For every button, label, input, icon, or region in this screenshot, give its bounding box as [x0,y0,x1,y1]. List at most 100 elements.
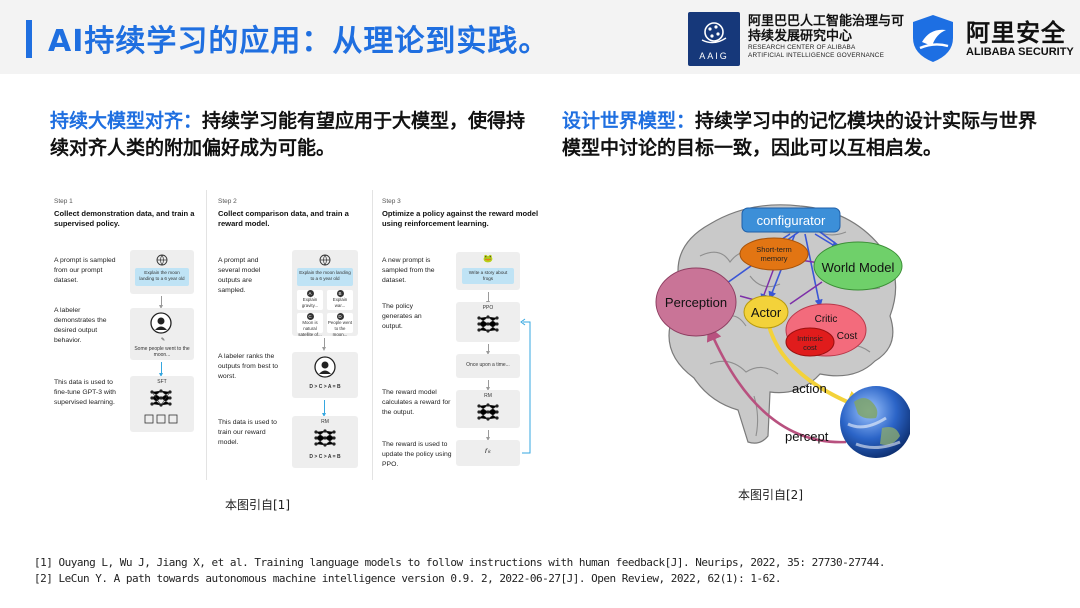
world-model-brain-figure: configurator Short-term memory World Mod… [655,204,910,458]
title-accent-bar [26,20,32,58]
neural-network-icon [477,403,499,421]
step3-reward-model-card [456,390,520,428]
short-term-memory-label-1: Short-term [756,245,791,254]
left-heading-text: 持续学习能有望应用于大模型，使得持续对齐人类的附加偏好成为可能。 [50,110,526,159]
step3-prompt-text: Write a story about frogs [462,268,514,284]
prompt-globe-icon [319,254,331,266]
step2-number: Step 2 [218,198,237,205]
short-term-memory-label-2: memory [760,254,787,263]
step1-column: Step 1 Collect demonstration data, and t… [54,190,200,490]
actor-module [743,295,789,329]
alibaba-security-shield-icon [913,15,953,62]
step3-number: Step 3 [382,198,401,205]
step1-model-name: SFT [157,379,167,385]
feedback-loop-arrow-icon [520,318,531,454]
step3-policy-name: PPO [482,305,494,311]
step1-text-2: A labeler demonstrates the desired outpu… [54,307,107,344]
pencil-icon: ✎ [160,337,166,343]
output-c-text: Moon is natural satellite of... [298,320,322,337]
step3-reward-symbol: rₖ [484,446,492,455]
step2-prompt-text: Explain the moon landing to a 6 year old [297,268,353,286]
world-model-label: World Model [822,260,895,275]
intrinsic-label-2: cost [803,343,818,352]
left-heading: 持续大模型对齐：持续学习能有望应用于大模型，使得持续对齐人类的附加偏好成为可能。 [50,108,530,162]
actor-label: Actor [751,305,782,320]
step3-reward-card [456,440,520,466]
documents-icon [144,414,178,424]
column-divider [206,190,207,480]
step1-prompt-text: Explain the moon landing to a 6 year old [135,268,189,286]
neural-network-icon [150,389,172,407]
perception-module [655,267,737,337]
critic-label: Critic [815,314,838,325]
step3-reward-model-name: RM [484,393,492,399]
aaig-mark-text: AAIG [699,51,729,61]
step2-ranking-2: D > C > A = B [309,454,341,460]
configurator-label: configurator [757,213,826,228]
labeler-avatar-icon [314,356,336,378]
output-b-badge: B [336,290,344,297]
right-heading-highlight: 设计世界模型： [562,110,696,132]
aaig-name: 阿里巴巴人工智能治理与可持续发展研究中心 RESEARCH CENTER OF … [748,14,904,60]
step2-text-1: A prompt and several model outputs are s… [218,257,261,294]
output-b-text: Explain war... [332,297,348,308]
step2-text-3: This data is used to train our reward mo… [218,419,277,446]
step2-column: Step 2 Collect comparison data, and trai… [218,190,368,490]
step3-output-card [456,354,520,378]
step3-column: Step 3 Optimize a policy against the rew… [382,190,542,490]
world-model-module [813,241,903,291]
output-d-badge: D [336,313,344,320]
arrow-down-blue-icon [159,362,163,377]
configurator-module [741,207,841,233]
step2-title: Collect comparison data, and train a rew… [218,209,349,228]
action-arrow [766,321,870,414]
column-divider [372,190,373,480]
intrinsic-cost-module [785,327,835,357]
output-a-badge: A [306,290,314,297]
reference-1: [1] Ouyang L, Wu J, Jiang X, et al. Trai… [34,556,886,569]
left-heading-highlight: 持续大模型对齐： [50,110,203,132]
output-a-text: Explain gravity... [301,297,319,308]
output-c-badge: C [306,313,314,320]
step3-policy-card [456,302,520,342]
references: [1] Ouyang L, Wu J, Jiang X, et al. Trai… [34,555,1064,587]
short-term-memory-module [739,237,809,271]
step3-output-text: Once upon a time... [466,362,510,368]
reference-2: [2] LeCun Y. A path towards autonomous m… [34,572,781,585]
right-figure-caption: 本图引自[2] [738,488,803,502]
arrow-down-icon [486,430,490,441]
right-heading-text: 持续学习中的记忆模块的设计实际与世界模型中讨论的目标一致，因此可以互相启发。 [562,110,1038,159]
arrow-down-icon [159,296,163,309]
aaig-logo: AAIG [688,12,740,66]
aaig-mark-icon [701,22,727,44]
aaig-name-en-2: ARTIFICIAL INTELLIGENCE GOVERNANCE [748,52,885,59]
step3-title: Optimize a policy against the reward mod… [382,209,539,228]
slide-header: AI持续学习的应用：从理论到实践。 AAIG 阿里巴巴人工智能治理与可持续发展研… [0,0,1080,74]
step1-demo-text: Some people went to the moon... [134,346,190,358]
percept-label: percept [785,429,829,444]
intrinsic-label-1: Intrinsic [797,334,823,343]
arrow-down-icon [486,344,490,355]
step3-text-1: A new prompt is sampled from the dataset… [382,257,435,284]
frog-icon: 🐸 [483,254,493,263]
step1-title: Collect demonstration data, and train a … [54,209,195,228]
arrow-down-icon [486,292,490,305]
aaig-name-cn: 阿里巴巴人工智能治理与可持续发展研究中心 [748,14,905,44]
output-d-text: People went to the moon... [327,320,353,337]
step2-model-name: RM [321,419,329,425]
arrow-down-icon [486,380,490,391]
rlhf-figure: Step 1 Collect demonstration data, and t… [46,190,546,490]
right-heading: 设计世界模型：持续学习中的记忆模块的设计实际与世界模型中讨论的目标一致，因此可以… [562,108,1042,162]
step3-text-3: The reward model calculates a reward for… [382,389,451,416]
step3-text-2: The policy generates an output. [382,303,422,330]
step3-text-4: The reward is used to update the policy … [382,441,452,468]
arrow-down-blue-icon [322,400,326,417]
arrow-down-icon [322,338,326,351]
step2-text-2: A labeler ranks the outputs from best to… [218,353,279,380]
earth-icon [840,386,910,458]
page-title: AI持续学习的应用：从理论到实践。 [48,24,550,59]
